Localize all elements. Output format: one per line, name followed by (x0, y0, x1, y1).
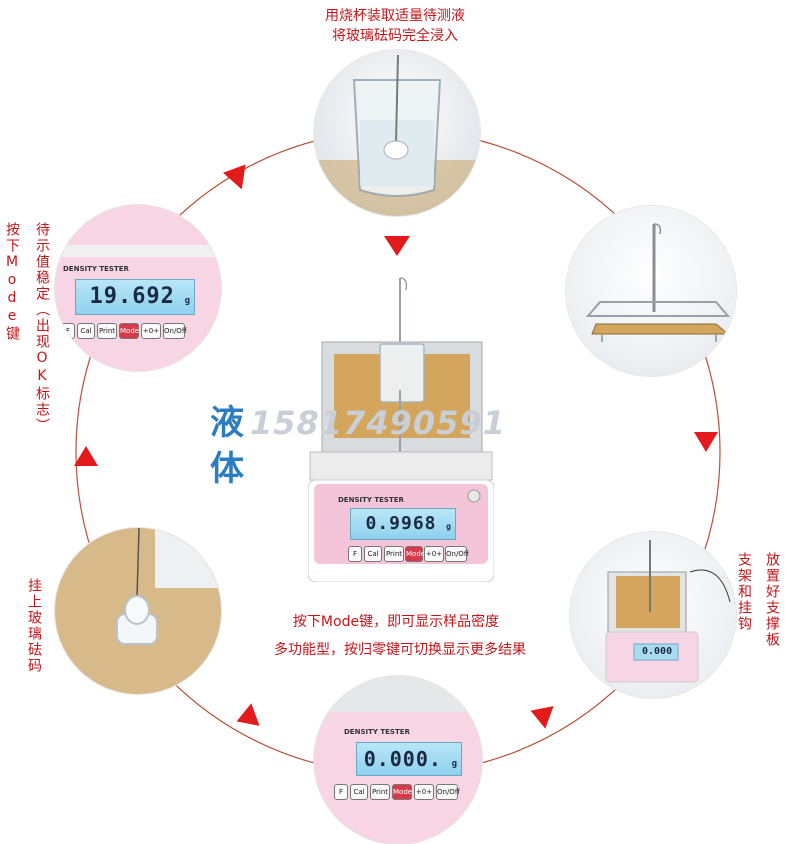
beaker-photo (314, 50, 480, 216)
watermark-char2: 体 (210, 449, 244, 489)
arrow-left-side (74, 446, 98, 466)
glass-weight-photo (55, 528, 221, 694)
beaker-illustration (314, 54, 480, 216)
glass-weight-illustration (116, 528, 158, 645)
balance-with-stand-illustration (605, 540, 731, 683)
caption-bottom-line2: 多功能型，按归零键可切换显示更多结果 (274, 642, 526, 658)
caption-top-line2: 将玻璃砝码完全浸入 (332, 28, 458, 44)
caption-bottom-line1: 按下Mode键，即可显示样品密度 (292, 614, 500, 630)
key-f-left[interactable]: F (61, 323, 75, 339)
key-mode-left[interactable]: Mode (119, 323, 139, 339)
display-left-unit: g (184, 296, 190, 306)
watermark-char1: 液 (210, 403, 244, 443)
stand-illustration (585, 223, 731, 342)
key-zero-left[interactable]: +0+ (141, 323, 161, 339)
key-onoff-left[interactable]: On/Off (163, 323, 187, 339)
key-zero-center[interactable]: +0+ (424, 546, 444, 562)
display-center-unit: g (446, 522, 451, 531)
brand-label-bottom: DENSITY TESTER (344, 728, 410, 736)
display-left-value: 19.692 (89, 284, 175, 309)
balance-with-stand-photo: 0.000 (570, 532, 736, 698)
display-center: 0.9968 g (350, 508, 456, 540)
center-balance: DENSITY TESTER 0.9968 g F Cal Print Mode… (307, 270, 495, 583)
key-cal-left[interactable]: Cal (77, 323, 95, 339)
key-cal-center[interactable]: Cal (364, 546, 382, 562)
key-mode-center[interactable]: Mode (405, 546, 425, 562)
arrow-down-center (384, 236, 410, 256)
display-right-value: 0.000 (642, 646, 673, 657)
key-onoff-bottom[interactable]: On/Off (436, 784, 460, 800)
caption-top: 用烧杯装取适量待测液 将玻璃砝码完全浸入 (270, 6, 520, 46)
key-print-left[interactable]: Print (97, 323, 117, 339)
display-bottom-unit: g (451, 759, 457, 769)
caption-right-outer: 放置好支撑板 (764, 552, 780, 648)
caption-left-inner: 待示值稳定（出现OK标志） (34, 222, 50, 434)
caption-left-lower: 挂上玻璃砝码 (26, 578, 42, 674)
arrow-right-side (694, 432, 718, 452)
key-print-bottom[interactable]: Print (370, 784, 390, 800)
key-print-center[interactable]: Print (384, 546, 404, 562)
display-left: 19.692 g (75, 279, 195, 315)
caption-right-inner: 支架和挂钩 (736, 552, 752, 632)
display-bottom-value: 0.000. (363, 747, 442, 771)
caption-top-line1: 用烧杯装取适量待测液 (325, 8, 465, 24)
key-mode-bottom[interactable]: Mode (392, 784, 412, 800)
key-f-center[interactable]: F (348, 546, 362, 562)
brand-label-center: DENSITY TESTER (338, 496, 404, 504)
key-cal-bottom[interactable]: Cal (350, 784, 368, 800)
display-bottom: 0.000. g (356, 742, 462, 776)
caption-left-outer: 按下Mode键 (4, 222, 20, 342)
stand-photo (566, 206, 736, 376)
watermark-digits: 15817490591 (250, 404, 506, 442)
key-zero-bottom[interactable]: +0+ (414, 784, 434, 800)
balance-stable-photo: DENSITY TESTER 19.692 g F Cal Print Mode… (55, 205, 221, 371)
key-onoff-center[interactable]: On/Off (445, 546, 469, 562)
display-center-value: 0.9968 (365, 513, 437, 534)
balance-zero-photo: DENSITY TESTER 0.000. g F Cal Print Mode… (314, 676, 482, 844)
brand-label-left: DENSITY TESTER (63, 265, 129, 273)
key-f-bottom[interactable]: F (334, 784, 348, 800)
